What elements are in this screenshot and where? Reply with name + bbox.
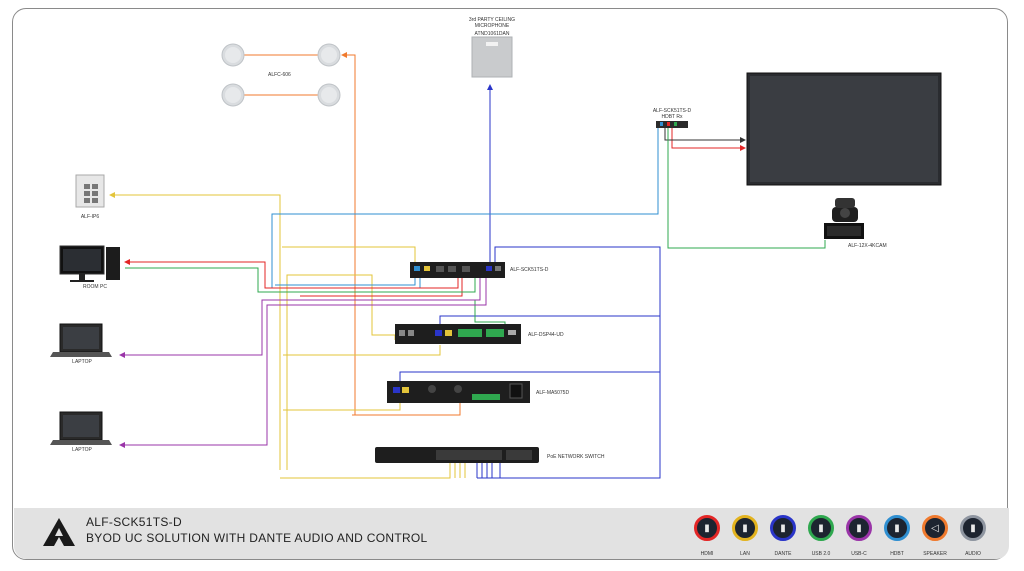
legend-label: USB 2.0 bbox=[811, 551, 831, 557]
legend-label: SPEAKER bbox=[923, 551, 947, 557]
hdbt-receiver-icon bbox=[656, 121, 688, 128]
speakers-label: ALFC-606 bbox=[268, 72, 291, 78]
legend-item-speaker: ◁ SPEAKER bbox=[920, 515, 954, 557]
legend-item-usb-2-0: ▮ USB 2.0 bbox=[806, 515, 840, 557]
legend-label: HDMI bbox=[700, 551, 714, 557]
footer-bar bbox=[14, 508, 1009, 559]
dante-cables bbox=[399, 84, 661, 479]
legend-item-lan: ▮ LAN bbox=[730, 515, 764, 557]
amplifier-label: ALF-MA5075D bbox=[536, 390, 570, 396]
legend-label: LAN bbox=[740, 551, 750, 557]
legend-item-usb-c: ▮ USB-C bbox=[844, 515, 878, 557]
keypad-label: ALF-IP6 bbox=[80, 214, 100, 220]
usbc-cable-icon: ▮ bbox=[846, 515, 872, 541]
laptop-icon bbox=[50, 323, 112, 357]
hdmi-cable-icon: ▮ bbox=[694, 515, 720, 541]
ceiling-speaker-icon bbox=[317, 43, 341, 67]
footer-subtitle: BYOD UC SOLUTION WITH DANTE AUDIO AND CO… bbox=[86, 531, 428, 545]
dante-cable-icon: ▮ bbox=[770, 515, 796, 541]
poe-switch-icon bbox=[375, 447, 539, 463]
laptop-label-1: LAPTOP bbox=[72, 359, 92, 365]
ceiling-speakers bbox=[221, 43, 341, 107]
ptz-camera-icon bbox=[824, 198, 864, 239]
legend-label: HDBT bbox=[890, 551, 904, 557]
legend-item-dante: ▮ DANTE bbox=[768, 515, 802, 557]
hdbt-rx-model-label: ALF-SCK51TS-D bbox=[652, 108, 692, 114]
room-pc-icon bbox=[59, 245, 120, 282]
legend-label: USB-C bbox=[851, 551, 867, 557]
display-screen bbox=[746, 72, 942, 186]
speaker-cables bbox=[244, 52, 461, 416]
dark-cables bbox=[664, 128, 746, 143]
footer-title: ALF-SCK51TS-D bbox=[86, 515, 182, 529]
switch-label: PoE NETWORK SWITCH bbox=[547, 454, 605, 460]
transmitter-device-icon bbox=[410, 262, 505, 278]
hdbt-cable-icon: ▮ bbox=[884, 515, 910, 541]
legend-item-hdmi: ▮ HDMI bbox=[692, 515, 726, 557]
keypad-icon bbox=[75, 174, 105, 208]
camera-label: ALF-12X-4KCAM bbox=[848, 243, 887, 249]
legend-item-audio: ▮ AUDIO bbox=[958, 515, 992, 557]
ceiling-speaker-icon bbox=[221, 43, 245, 67]
ceiling-speaker-icon bbox=[221, 83, 245, 107]
ceiling-mic-model: ATND1061DAN bbox=[474, 31, 510, 37]
brand-logo-icon bbox=[43, 518, 75, 546]
ceiling-microphone-icon bbox=[471, 36, 513, 78]
legend-item-hdbt: ▮ HDBT bbox=[882, 515, 916, 557]
dsp-label: ALF-DSP44-UD bbox=[528, 332, 564, 338]
legend-label: DANTE bbox=[774, 551, 792, 557]
dsp-device-icon bbox=[395, 324, 521, 344]
legend-label: AUDIO bbox=[965, 551, 981, 557]
audio-cable-icon: ▮ bbox=[960, 515, 986, 541]
usbc-cables bbox=[119, 278, 487, 448]
lan-cable-icon: ▮ bbox=[732, 515, 758, 541]
laptop-label-2: LAPTOP bbox=[72, 447, 92, 453]
hdmi-cables bbox=[124, 128, 746, 297]
usb2-cable-icon: ▮ bbox=[808, 515, 834, 541]
transmitter-label: ALF-SCK51TS-D bbox=[510, 267, 549, 273]
ceiling-mic-heading: 3rd PARTY CEILING MICROPHONE bbox=[468, 17, 516, 29]
hdbt-rx-sub-label: HDBT Rx bbox=[661, 114, 683, 120]
ceiling-speaker-icon bbox=[317, 83, 341, 107]
amplifier-device-icon bbox=[387, 381, 530, 403]
room-pc-label: ROOM PC bbox=[83, 284, 107, 290]
speaker-icon: ◁ bbox=[922, 515, 948, 541]
laptop-icon bbox=[50, 411, 112, 445]
